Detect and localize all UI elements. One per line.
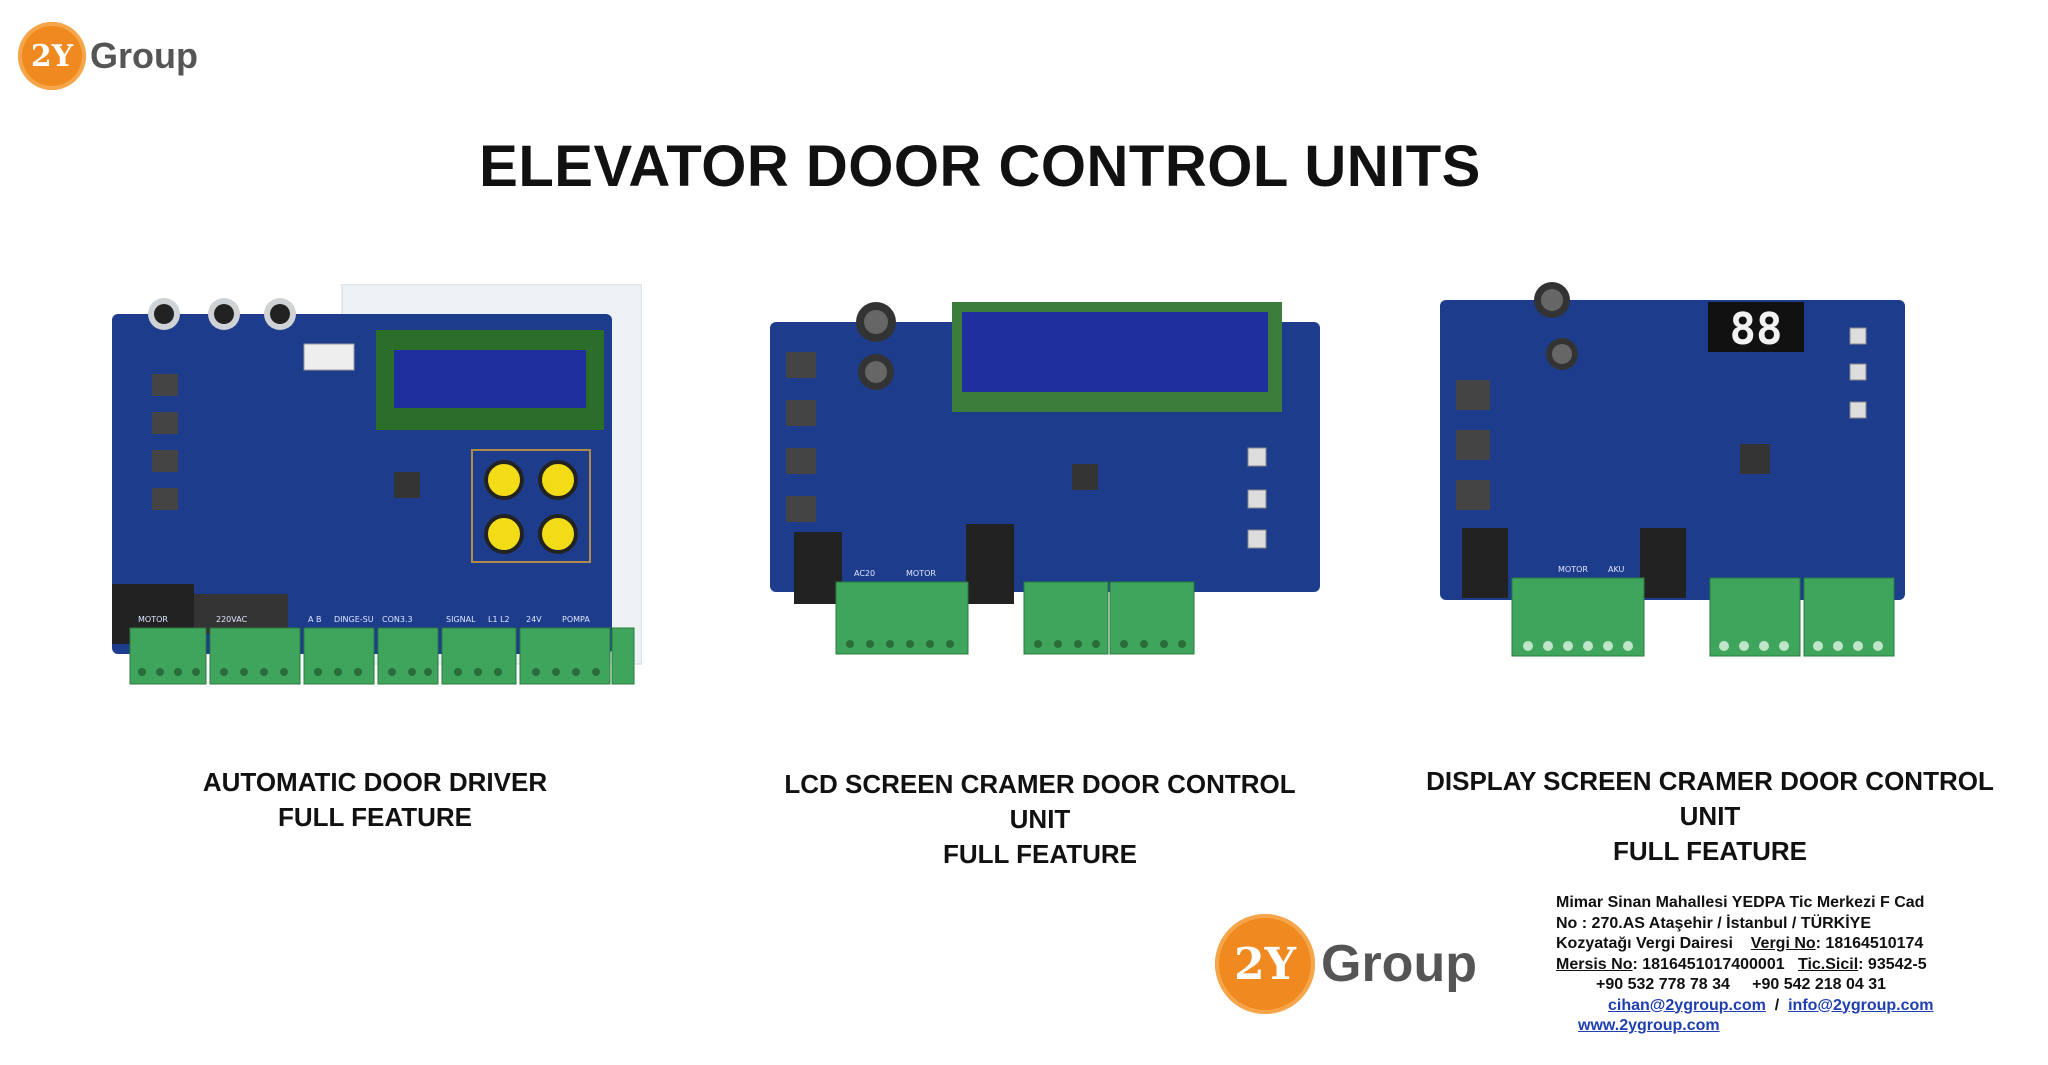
logo-mark: 2Y <box>18 22 86 90</box>
caption-subtitle: FULL FEATURE <box>942 839 1138 869</box>
product-image-automatic-door-driver: MOTOR 220VAC A B DINGE-SU CON3.3 SIGNAL … <box>112 284 642 694</box>
tax-no-label: Vergi No <box>1750 935 1816 952</box>
brand-logo-footer: 2Y Group <box>1215 914 1477 1014</box>
lcd-screen <box>394 350 586 408</box>
email-link-1[interactable]: cihan@2ygroup.com <box>1608 996 1766 1014</box>
logo-mark: 2Y <box>1215 914 1315 1014</box>
seven-segment-display <box>1708 302 1804 352</box>
tax-office: Kozyatağı Vergi Dairesi <box>1556 935 1733 952</box>
silkscreen-label: POMPA <box>562 615 590 624</box>
silkscreen-label: AKU <box>1608 565 1625 574</box>
pcb-board-3: 88 MOTOR AKU <box>1440 282 1905 657</box>
silkscreen-label: L1 L2 <box>488 615 510 624</box>
product-caption-2: LCD SCREEN CRAMER DOOR CONTROL UNIT FULL… <box>780 767 1300 872</box>
caption-title: AUTOMATIC DOOR DRIVER <box>202 767 548 797</box>
product-image-lcd-cramer-unit: AC20 MOTOR <box>770 292 1340 672</box>
silkscreen-label: A B <box>308 615 322 624</box>
registry-line: Mersis No: 1816451017400001 Tic.Sicil: 9… <box>1556 955 2026 976</box>
silkscreen-label: MOTOR <box>906 569 936 578</box>
email-separator: / <box>1774 996 1780 1014</box>
product-image-display-cramer-unit: 88 MOTOR AKU <box>1440 280 1920 680</box>
brand-logo: 2Y Group <box>18 22 198 90</box>
silkscreen-label: MOTOR <box>1558 565 1588 574</box>
mersis-label: Mersis No <box>1556 955 1633 973</box>
silkscreen-label: SIGNAL <box>446 615 476 624</box>
silkscreen-label: MOTOR <box>138 615 168 624</box>
caption-title: LCD SCREEN CRAMER DOOR CONTROL UNIT <box>784 769 1296 834</box>
silkscreen-label: CON3.3 <box>382 615 413 624</box>
pcb-board-2: AC20 MOTOR <box>770 302 1320 655</box>
contact-block: Mimar Sinan Mahallesi YEDPA Tic Merkezi … <box>1556 893 2026 1037</box>
website-link[interactable]: www.2ygroup.com <box>1578 1017 1720 1034</box>
caption-subtitle: FULL FEATURE <box>277 802 473 832</box>
seven-segment-digits: 88 <box>1730 304 1783 355</box>
email-line: cihan@2ygroup.com / info@2ygroup.com <box>1556 996 2026 1017</box>
silkscreen-label: 24V <box>526 615 542 624</box>
logo-wordmark: Group <box>90 35 198 76</box>
website-line: www.2ygroup.com <box>1556 1016 2026 1037</box>
address-line-2: No : 270.AS Ataşehir / İstanbul / TÜRKİY… <box>1556 914 1872 932</box>
lcd-screen <box>962 312 1268 392</box>
phone-1[interactable]: +90 532 778 78 34 <box>1596 976 1730 993</box>
logo-wordmark: Group <box>1321 935 1477 993</box>
trade-registry-label: Tic.Sicil <box>1797 955 1859 973</box>
silkscreen-label: 220VAC <box>216 615 248 624</box>
silkscreen-label: AC20 <box>854 569 875 578</box>
trade-registry-value: : 93542-5 <box>1858 955 1927 973</box>
caption-subtitle: FULL FEATURE <box>1612 836 1808 866</box>
pcb <box>1440 300 1905 600</box>
phone-line: +90 532 778 78 34 +90 542 218 04 31 <box>1556 975 2026 996</box>
caption-title: DISPLAY SCREEN CRAMER DOOR CONTROL UNIT <box>1426 766 1994 831</box>
tax-office-line: Kozyatağı Vergi Dairesi Vergi No: 181645… <box>1556 934 2026 955</box>
product-caption-1: AUTOMATIC DOOR DRIVER FULL FEATURE <box>150 765 600 835</box>
tax-no-value: : 18164510174 <box>1815 935 1924 952</box>
pcb-board-1: MOTOR 220VAC A B DINGE-SU CON3.3 SIGNAL … <box>112 284 642 685</box>
page-title: ELEVATOR DOOR CONTROL UNITS <box>479 134 1481 199</box>
silkscreen-label: DINGE-SU <box>334 615 374 624</box>
button-yellow <box>484 460 524 500</box>
address-line-1: Mimar Sinan Mahallesi YEDPA Tic Merkezi … <box>1556 894 1925 911</box>
phone-2[interactable]: +90 542 218 04 31 <box>1752 976 1887 993</box>
product-caption-3: DISPLAY SCREEN CRAMER DOOR CONTROL UNIT … <box>1420 764 2000 869</box>
mersis-value: : 1816451017400001 <box>1632 955 1785 973</box>
email-link-2[interactable]: info@2ygroup.com <box>1788 996 1934 1014</box>
